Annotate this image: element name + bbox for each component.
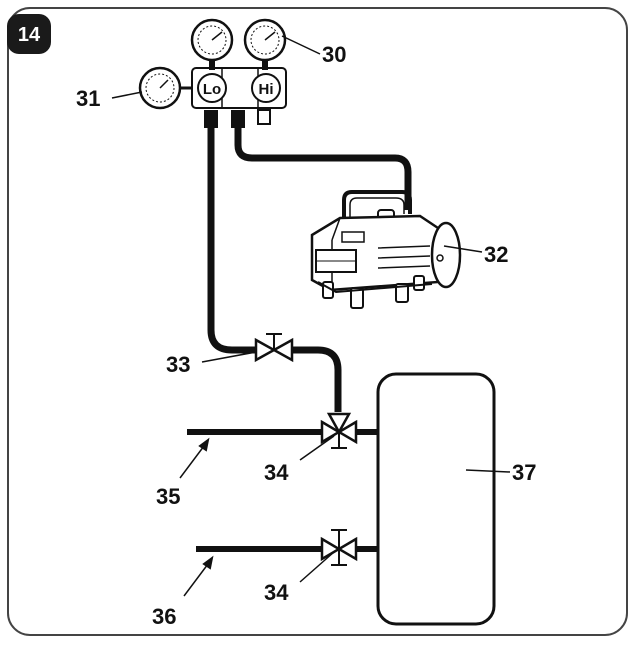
leader-lines: [111, 35, 511, 597]
high-side-port: [257, 109, 271, 125]
valve-icon: [254, 333, 294, 363]
figure-number: 14: [18, 24, 41, 46]
pressure-gauge-icon: [190, 18, 234, 62]
callout-33: 33: [166, 352, 190, 377]
arrow-pipe-lower: [202, 555, 214, 570]
high-side-label: Hi: [259, 81, 274, 98]
valve-icon: [320, 412, 358, 449]
figure-number-badge: 14: [7, 14, 51, 54]
center-port: [231, 110, 245, 128]
callout-34-upper: 34: [264, 460, 289, 485]
callout-30: 30: [322, 42, 346, 67]
high-side-knob: [251, 73, 281, 103]
arrow-pipe-upper: [198, 437, 210, 452]
callout-31: 31: [76, 86, 100, 111]
hose-low-side: [207, 127, 342, 412]
low-side-port: [204, 110, 218, 128]
low-side-label: Lo: [203, 81, 221, 98]
callout-35: 35: [156, 484, 180, 509]
valve-icon: [320, 529, 358, 566]
pressure-gauge-icon: [243, 18, 287, 62]
hose-to-pump: [234, 127, 412, 210]
callout-32: 32: [484, 242, 508, 267]
callout-36: 36: [152, 604, 176, 629]
callout-37: 37: [512, 460, 536, 485]
callout-34-lower: 34: [264, 580, 289, 605]
pressure-gauge-icon: [138, 66, 192, 110]
manifold-assembly: Lo Hi: [138, 18, 287, 128]
diagram-frame: [7, 7, 628, 636]
vacuum-pump-icon: [310, 190, 462, 309]
storage-tank: [376, 372, 496, 626]
low-side-knob: [197, 73, 227, 103]
